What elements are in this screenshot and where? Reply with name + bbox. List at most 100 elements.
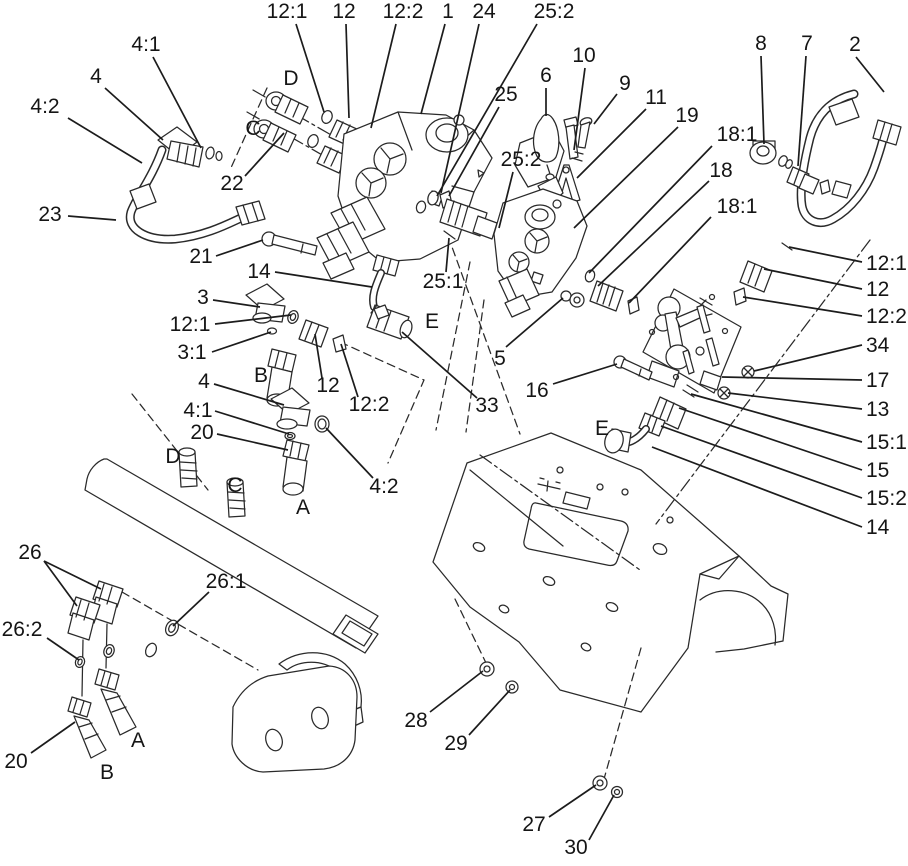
leader-line xyxy=(760,55,765,145)
hose-14-fitting-E-left xyxy=(366,230,456,340)
callout-label: 13 xyxy=(866,398,889,421)
callout-13: 13 xyxy=(727,392,889,421)
leader-line xyxy=(763,268,863,290)
leader-line xyxy=(468,689,511,736)
leader-line xyxy=(370,23,397,129)
callout-15-1: 15:1 xyxy=(690,393,907,454)
callout-label: 22 xyxy=(220,172,243,195)
callout-label: 12:1 xyxy=(267,0,308,23)
callout-26-1: 26:1 xyxy=(172,570,247,627)
callout-label: 12:2 xyxy=(383,0,424,23)
leader-line xyxy=(573,126,679,229)
callout-label: 12 xyxy=(316,374,339,397)
leader-line xyxy=(345,23,350,119)
square-tube-with-barbs xyxy=(84,447,379,654)
callout-A: A xyxy=(131,729,145,752)
callout-label: 3:1 xyxy=(177,341,206,364)
callout-26: 26 xyxy=(18,541,102,607)
callout-12-1: 12:1 xyxy=(170,313,292,336)
callout-26-2: 26:2 xyxy=(2,618,80,661)
callout-4-2: 4:2 xyxy=(325,427,399,498)
valve-block-2 xyxy=(493,113,640,318)
leader-line xyxy=(588,145,713,274)
leader-line xyxy=(576,108,647,179)
callout-34: 34 xyxy=(753,334,890,372)
callout-C: C xyxy=(227,474,242,497)
leader-line xyxy=(445,237,450,273)
leader-line xyxy=(104,87,164,141)
callout-15: 15 xyxy=(678,407,889,482)
callout-label: 18:1 xyxy=(717,195,758,218)
control-bracket-plate xyxy=(613,288,742,394)
callout-label: E xyxy=(425,310,439,333)
callout-2: 2 xyxy=(849,33,885,93)
callout-22: 22 xyxy=(220,132,285,195)
callout-label: 20 xyxy=(190,421,213,444)
callout-label: 4:2 xyxy=(30,95,59,118)
callout-label: 4:1 xyxy=(183,399,212,422)
callout-label: 20 xyxy=(4,750,27,773)
callout-label: 26:1 xyxy=(206,570,247,593)
leader-line xyxy=(660,425,863,499)
callout-15-2: 15:2 xyxy=(660,425,907,510)
callout-25-2: 25:2 xyxy=(498,148,541,229)
callout-29: 29 xyxy=(444,689,511,755)
callout-14: 14 xyxy=(651,446,890,539)
leader-line xyxy=(67,215,117,221)
callout-4-1: 4:1 xyxy=(183,399,290,435)
leader-line xyxy=(651,446,863,528)
leader-line xyxy=(742,296,863,317)
leader-line xyxy=(420,23,446,115)
callout-3: 3 xyxy=(197,286,261,309)
callout-16: 16 xyxy=(525,363,618,402)
leader-line xyxy=(314,333,323,379)
callout-20: 20 xyxy=(4,721,76,773)
leader-line xyxy=(43,560,78,607)
callout-25: 25 xyxy=(448,83,518,197)
callout-label: B xyxy=(100,761,114,784)
callout-label: 4 xyxy=(198,370,210,393)
leader-line xyxy=(212,299,261,308)
leader-line xyxy=(552,363,618,385)
callout-12-1: 12:1 xyxy=(267,0,325,113)
callout-30: 30 xyxy=(564,794,615,859)
callout-1: 1 xyxy=(420,0,454,115)
leader-line xyxy=(46,637,80,661)
callout-23: 23 xyxy=(38,203,117,226)
callout-label: 24 xyxy=(472,0,496,23)
callout-label: A xyxy=(131,729,145,752)
callout-24: 24 xyxy=(440,0,496,194)
callout-label: 14 xyxy=(247,260,271,283)
callout-label: 11 xyxy=(645,86,667,109)
hose-2-assembly xyxy=(749,89,902,227)
leader-line xyxy=(211,331,272,353)
callout-label: 8 xyxy=(755,32,767,55)
leader-line xyxy=(788,246,863,263)
leader-line xyxy=(440,23,480,194)
callout-B: B xyxy=(254,364,268,387)
callout-label: 5 xyxy=(494,347,506,370)
callout-label: 12:2 xyxy=(349,393,390,416)
leader-line xyxy=(855,56,885,93)
callout-label: 26:2 xyxy=(2,618,43,641)
callout-label: 21 xyxy=(189,245,212,268)
callout-label: 19 xyxy=(675,104,698,127)
leader-line xyxy=(573,67,586,151)
leader-line xyxy=(548,784,597,818)
callout-label: B xyxy=(254,364,268,387)
callout-label: 3 xyxy=(197,286,209,309)
leader-line xyxy=(721,376,863,381)
callout-label: C xyxy=(245,117,260,140)
leader-line xyxy=(215,239,264,257)
callout-label: D xyxy=(283,67,298,90)
callout-14: 14 xyxy=(247,260,373,288)
callout-33: 33 xyxy=(401,331,499,417)
callout-label: 7 xyxy=(801,32,813,55)
callout-label: 15:1 xyxy=(866,431,907,454)
callout-label: 12:1 xyxy=(866,252,907,275)
callout-label: 18 xyxy=(709,159,732,182)
callout-A: A xyxy=(296,496,310,519)
leader-line xyxy=(401,331,478,399)
